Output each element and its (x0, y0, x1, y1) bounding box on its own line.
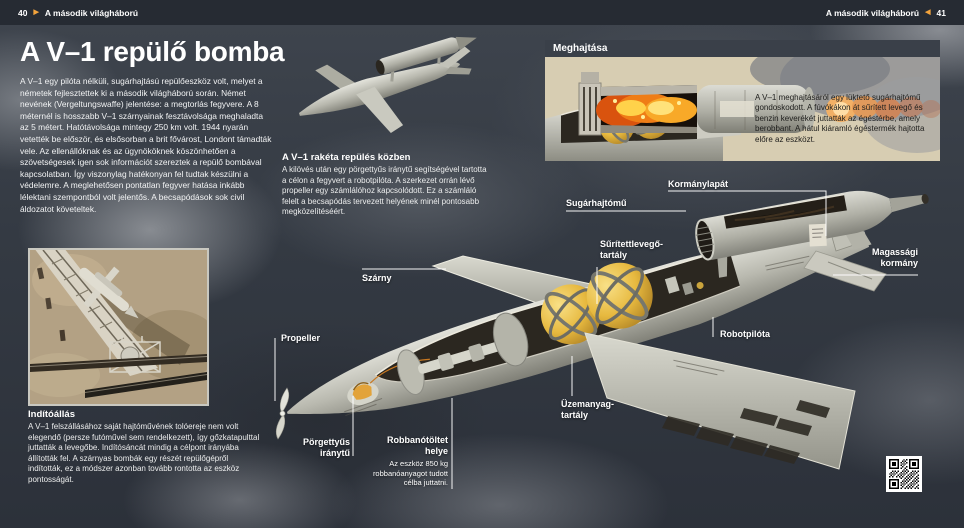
arrow-left-icon: ◀ (925, 9, 931, 16)
label-fuel-tank: Üzemanyag- tartály (561, 399, 615, 420)
pulse-jet-graphic (545, 57, 940, 161)
page-title: A V–1 repülő bomba (20, 36, 285, 67)
qr-code (886, 456, 922, 492)
right-page-number: 41 (936, 7, 946, 18)
launch-section-body: A V–1 felszállásához saját hajtóművének … (28, 422, 260, 484)
propulsion-box: Meghajtása (545, 40, 940, 161)
launch-ramp-graphic (30, 250, 207, 404)
label-compressed-air-tank: Sűrítettlevegő- tartály (600, 239, 664, 260)
left-page-number: 40 (18, 7, 28, 18)
intro-paragraph: A V–1 egy pilóta nélküli, sugárhajtású r… (20, 76, 272, 214)
propulsion-box-body: A V–1 meghajtásáról egy lüktető sugárhaj… (545, 57, 940, 161)
arrow-right-icon: ▶ (33, 9, 39, 16)
propulsion-box-text: A V–1 meghajtásáról egy lüktető sugárhaj… (755, 93, 925, 144)
label-gyro-compass: Pörgettyűs iránytű (302, 437, 350, 458)
label-warhead: Robbanótöltet helye (387, 435, 448, 456)
label-elevator: Magassági kormány (871, 247, 918, 268)
right-running-title: A második világháború (825, 7, 920, 18)
v1-near-wing (584, 332, 856, 470)
label-jet-engine: Sugárhajtómű (566, 198, 627, 208)
launch-ramp-photo (28, 248, 209, 406)
flight-section-body: A kilövés után egy pörgettyűs iránytű se… (282, 165, 487, 216)
propeller-graphic (275, 387, 290, 440)
label-rudder: Kormánylapát (668, 179, 729, 189)
label-wing: Szárny (362, 273, 392, 283)
left-running-title: A második világháború (44, 7, 139, 18)
launch-section-heading: Indítóállás (28, 409, 75, 420)
label-warhead-note: Az eszköz 850 kg robbanóanyagot tudott c… (372, 459, 448, 488)
flight-section-heading: A V–1 rakéta repülés közben (282, 152, 411, 163)
propulsion-box-heading: Meghajtása (545, 40, 940, 57)
page-header: 40 ▶ A második világháború A második vil… (0, 0, 964, 25)
label-propeller: Propeller (281, 333, 321, 343)
label-autopilot: Robotpilóta (720, 329, 770, 339)
